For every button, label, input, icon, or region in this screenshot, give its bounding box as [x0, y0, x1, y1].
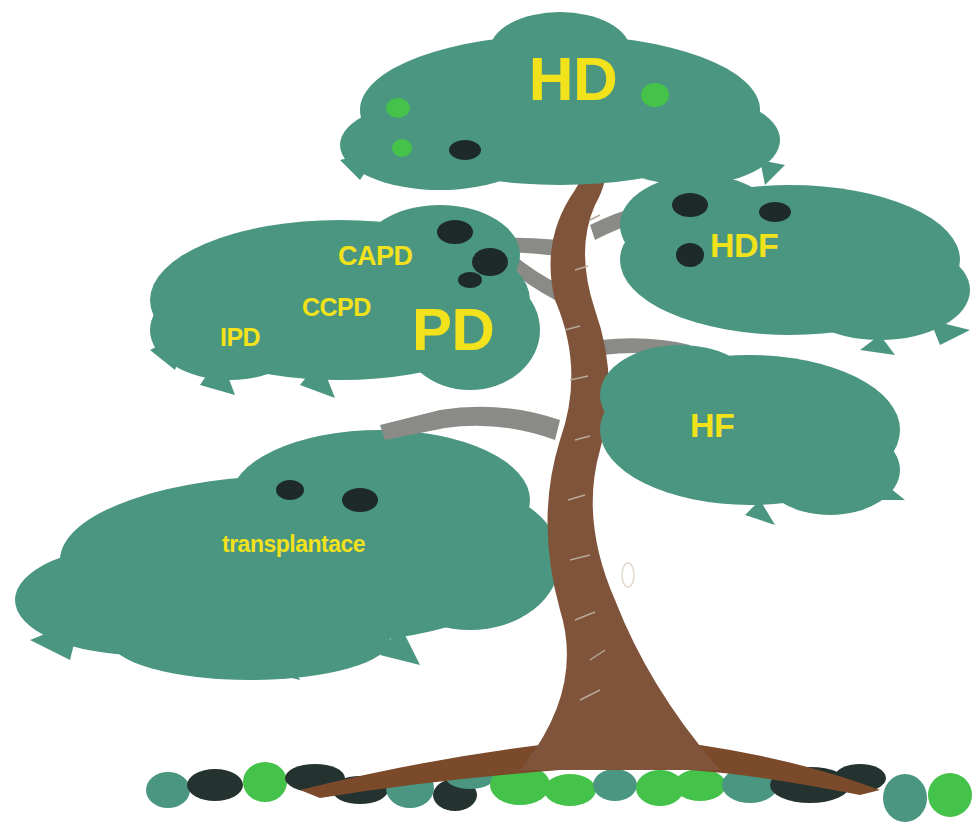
light-leaves [386, 83, 669, 157]
foliage-label: HD [529, 48, 618, 110]
foliage-label: transplantace [222, 533, 365, 556]
foliage-label: HDF [710, 228, 778, 262]
foliage-label: IPD [220, 325, 260, 350]
foliage-pad [620, 175, 970, 355]
foliage-pad [600, 345, 905, 525]
foliage-label: CCPD [302, 295, 371, 320]
foliage-crown [340, 12, 785, 190]
foliage-label: CAPD [338, 243, 413, 270]
dark-leaves [437, 220, 508, 288]
dark-leaves [672, 193, 791, 267]
foliage-pad [150, 205, 540, 398]
foliage-label: HF [690, 408, 734, 442]
foliage-pad [15, 430, 560, 680]
foliage-label: PD [412, 300, 494, 360]
